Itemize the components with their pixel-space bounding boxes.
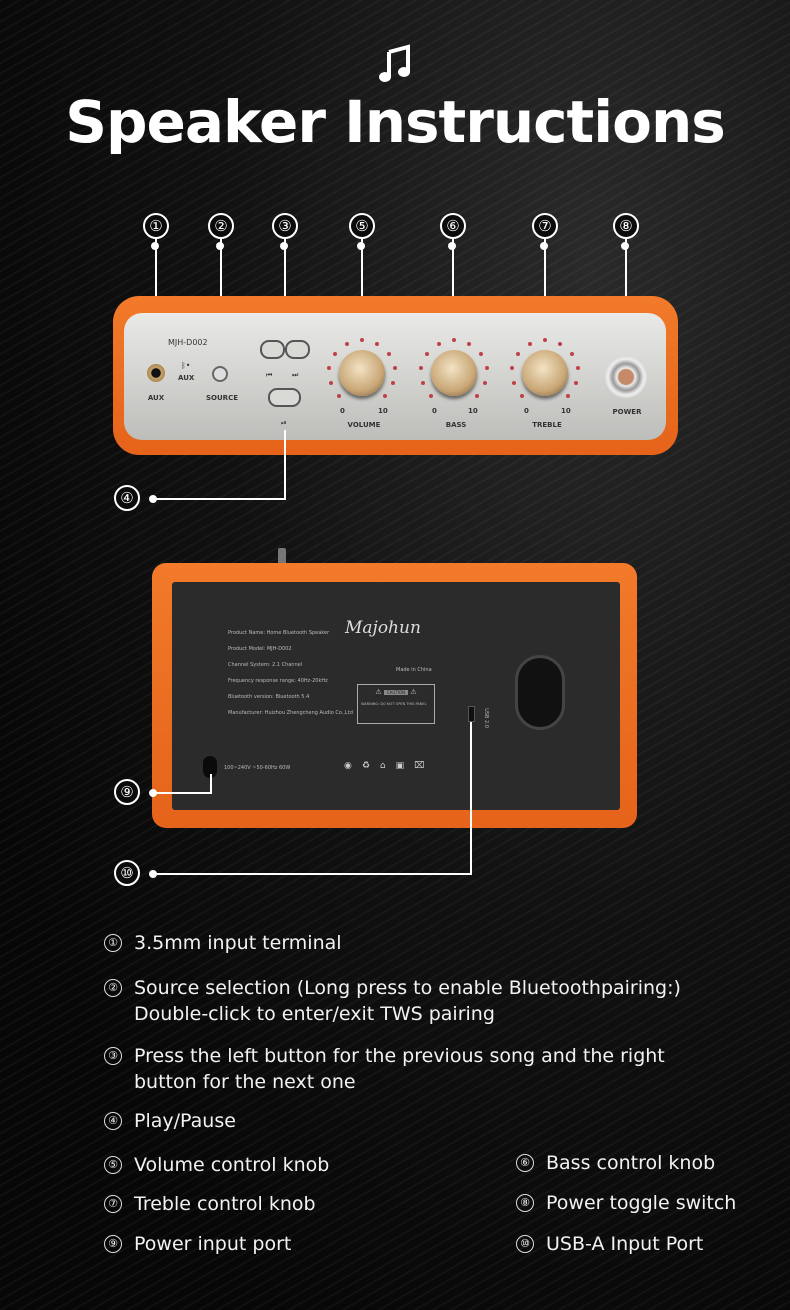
led-indicator — [466, 341, 471, 346]
play-pause-icon: ⏯ — [281, 419, 287, 427]
next-icon: ⏭ — [292, 371, 299, 379]
led-indicator — [425, 351, 430, 356]
music-note-icon — [379, 44, 410, 82]
play-pause-button[interactable] — [268, 388, 301, 407]
led-indicator — [511, 381, 516, 386]
led-indicator — [574, 381, 579, 386]
led-indicator — [519, 394, 524, 399]
callout-9: ⑨ — [114, 779, 140, 805]
callout-6: ⑥ — [440, 213, 466, 239]
callout-4: ④ — [114, 485, 140, 511]
certification-icons: ◉♻⌂▣⌧ — [344, 761, 435, 771]
led-indicator — [557, 341, 562, 346]
led-indicator — [420, 381, 425, 386]
usb-port[interactable] — [468, 706, 475, 722]
made-in: Made in China — [396, 667, 432, 673]
power-toggle-top — [278, 548, 286, 566]
led-indicator — [528, 341, 533, 346]
callout-2: ② — [208, 213, 234, 239]
led-indicator — [543, 338, 547, 342]
volume-knob[interactable] — [339, 350, 385, 396]
control-plate — [124, 313, 666, 440]
bluetooth-icon: ᛒ• — [181, 361, 191, 370]
page-title: Speaker Instructions — [65, 88, 726, 156]
led-indicator — [374, 341, 379, 346]
led-indicator — [336, 394, 341, 399]
warning-label: ⚠ CAUTION ⚠ WARNING: DO NOT OPEN THIS PA… — [357, 684, 435, 724]
led-indicator — [483, 381, 488, 386]
led-indicator — [386, 351, 391, 356]
brand-logo: Majohun — [345, 618, 421, 638]
led-indicator — [478, 351, 483, 356]
led-indicator — [392, 365, 397, 370]
aux-jack — [147, 364, 165, 382]
bass-knob[interactable] — [431, 350, 477, 396]
led-indicator — [566, 394, 571, 399]
led-indicator — [516, 351, 521, 356]
power-spec: 100~240V ~50-60Hz 60W — [224, 765, 291, 771]
power-input-port[interactable] — [203, 756, 217, 778]
led-indicator — [437, 341, 442, 346]
product-label: Product Name: Home Bluetooth Speaker Pro… — [228, 630, 353, 716]
led-indicator — [452, 338, 456, 342]
power-toggle-switch[interactable] — [605, 356, 647, 398]
callout-5: ⑤ — [349, 213, 375, 239]
callout-7: ⑦ — [532, 213, 558, 239]
callout-3: ③ — [272, 213, 298, 239]
led-indicator — [328, 381, 333, 386]
bass-port — [515, 655, 565, 730]
callout-8: ⑧ — [613, 213, 639, 239]
led-indicator — [333, 351, 338, 356]
led-indicator — [575, 365, 580, 370]
led-indicator — [360, 338, 364, 342]
led-indicator — [327, 365, 332, 370]
next-button[interactable] — [285, 340, 310, 359]
led-indicator — [419, 365, 424, 370]
callout-10: ⑩ — [114, 860, 140, 886]
led-indicator — [475, 394, 480, 399]
source-button[interactable] — [212, 366, 228, 382]
previous-button[interactable] — [260, 340, 285, 359]
led-indicator — [510, 365, 515, 370]
prev-icon: ⏮ — [266, 371, 273, 379]
model-label: MJH-D002 — [168, 338, 208, 347]
led-indicator — [484, 365, 489, 370]
led-indicator — [569, 351, 574, 356]
treble-knob[interactable] — [522, 350, 568, 396]
led-indicator — [428, 394, 433, 399]
callout-1: ① — [143, 213, 169, 239]
led-indicator — [345, 341, 350, 346]
led-indicator — [383, 394, 388, 399]
led-indicator — [391, 381, 396, 386]
